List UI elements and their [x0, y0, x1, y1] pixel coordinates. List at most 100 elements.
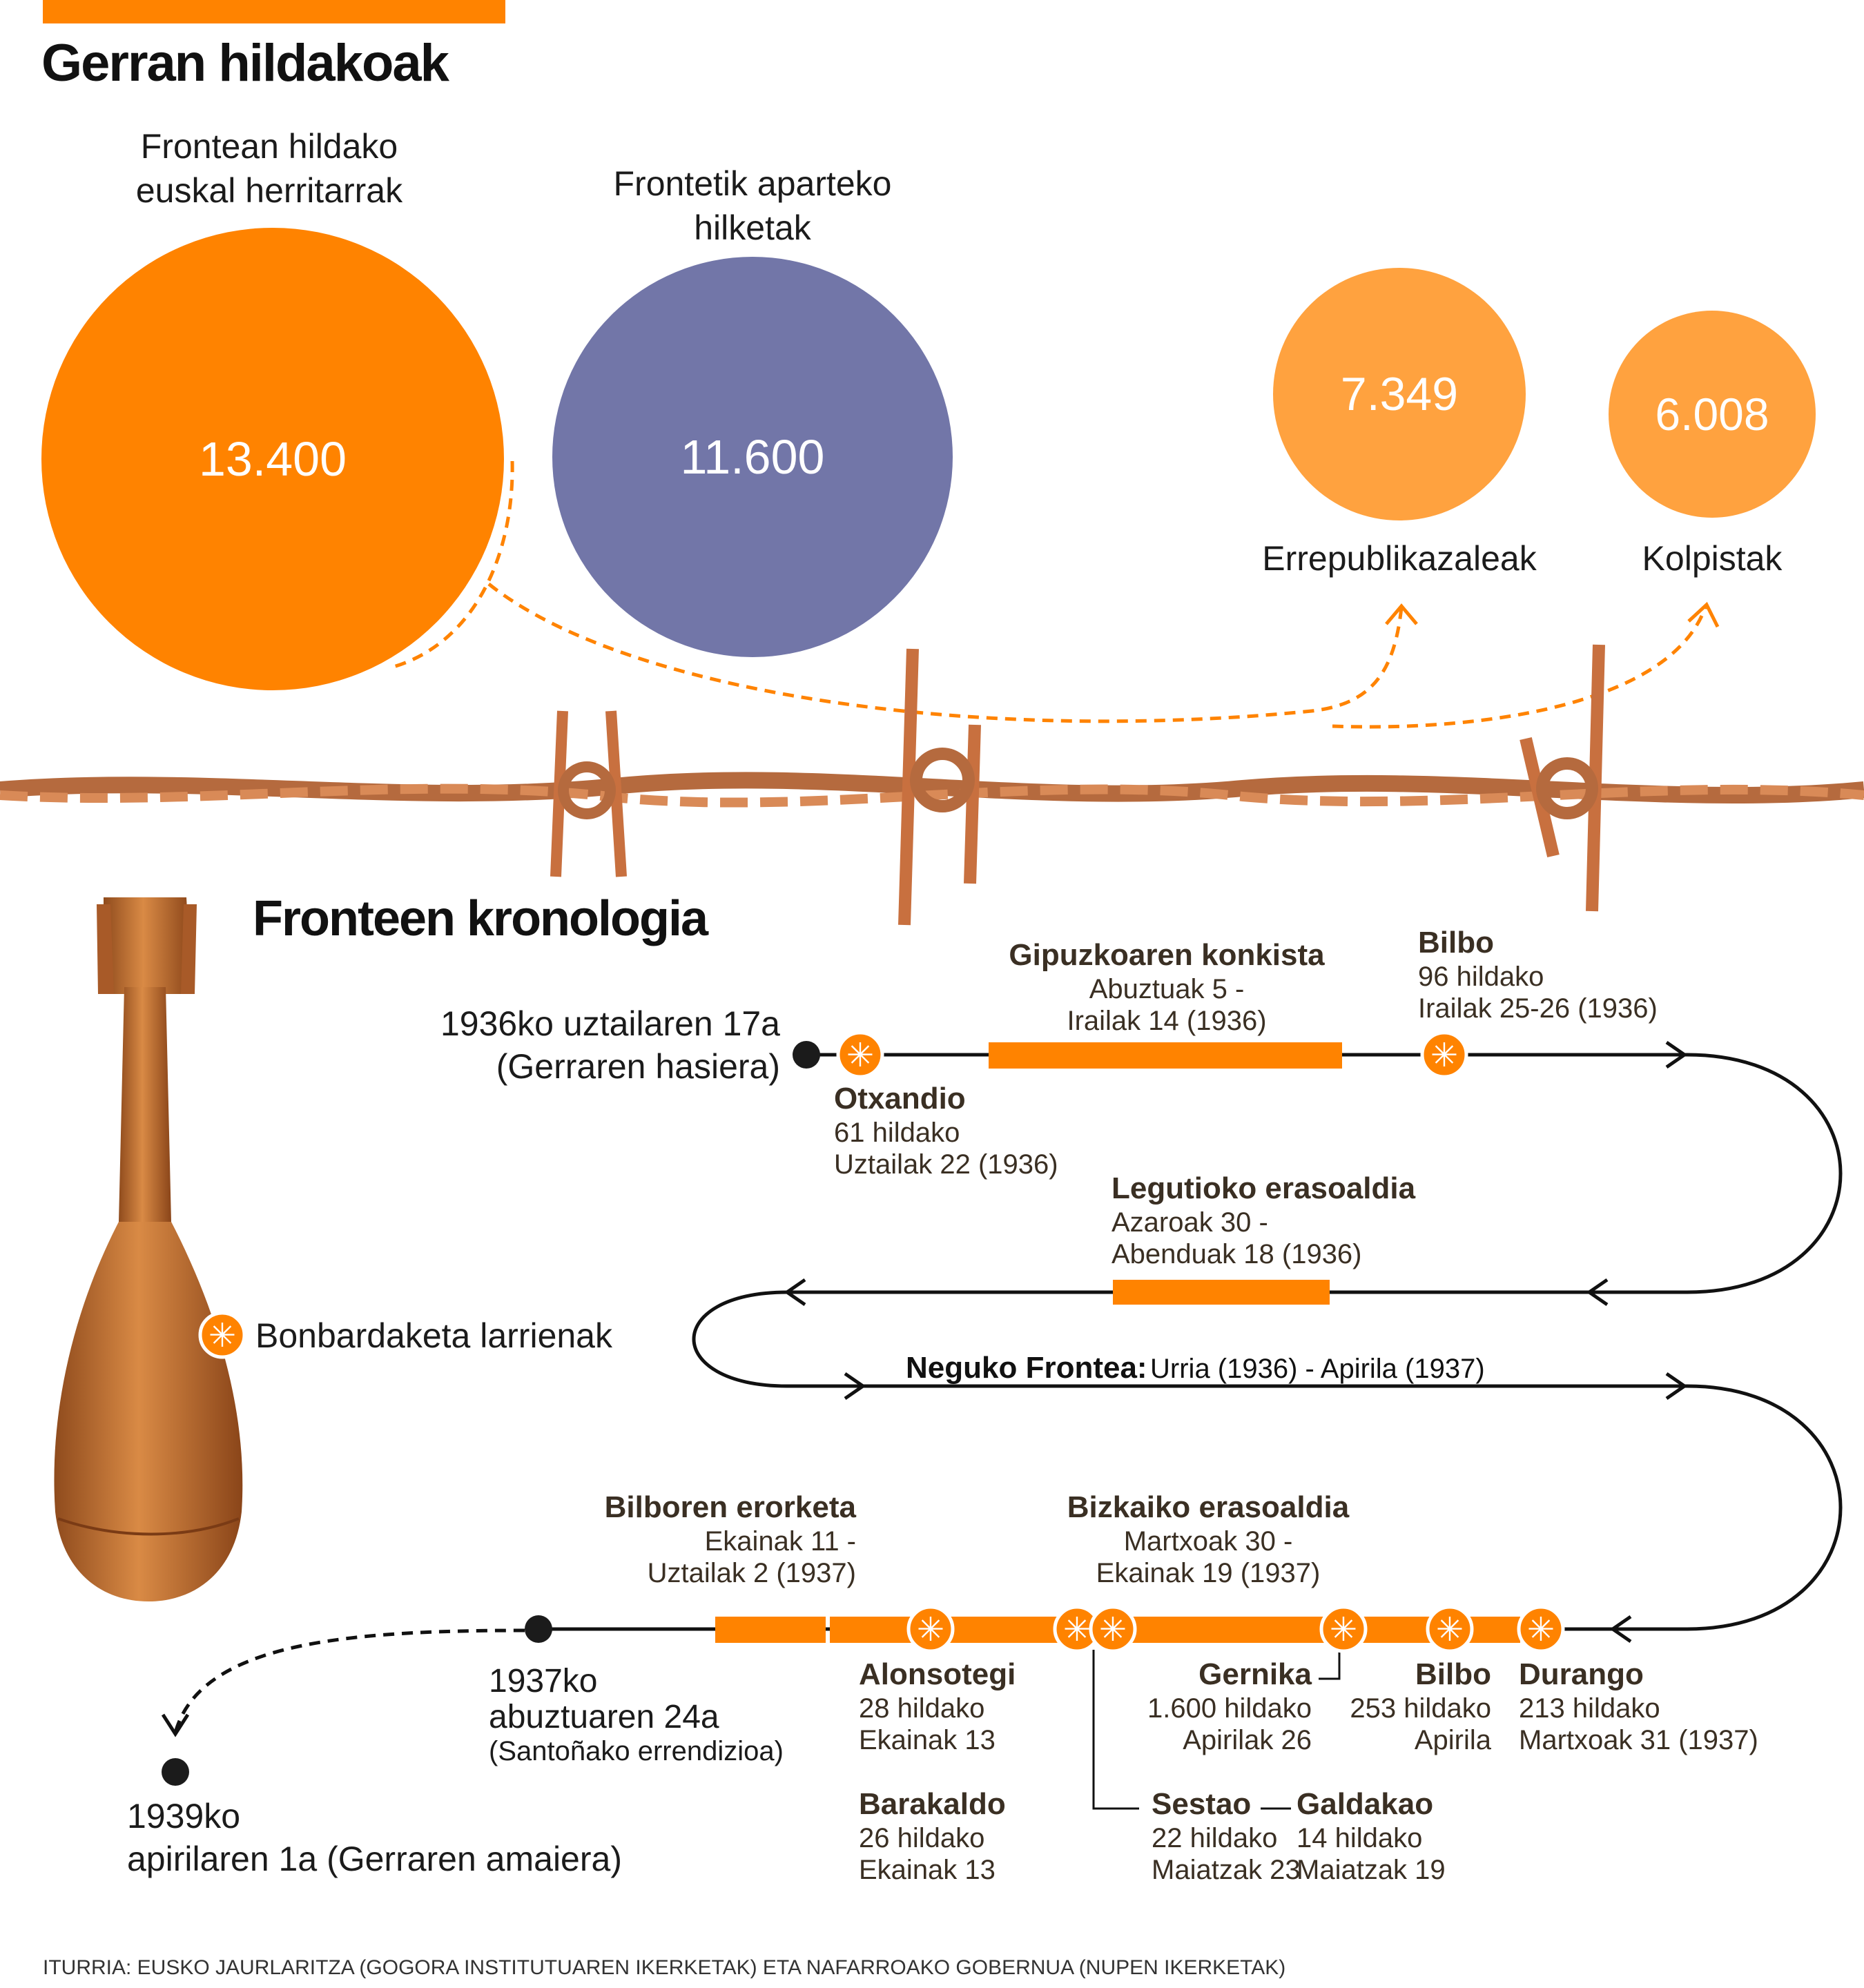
santona-label: 1937ko abuztuaren 24a (Santoñako errendi… — [489, 1664, 784, 1767]
svg-text:✳: ✳ — [846, 1037, 874, 1074]
alonsotegi-bomb-icon — [906, 1605, 955, 1653]
bizkaia-label: Bizkaiko erasoaldia Martxoak 30 - Ekaina… — [1029, 1490, 1388, 1589]
legutio-title: Legutioko erasoaldia — [1111, 1171, 1416, 1205]
putschists-bubble: 6.008 — [1609, 311, 1816, 518]
svg-text:✳: ✳ — [917, 1612, 944, 1648]
bilbo2-line2: Apirila — [1414, 1725, 1491, 1755]
santona-line3: (Santoñako errendizioa) — [489, 1736, 784, 1766]
gernika-line1: 1.600 hildako — [1147, 1693, 1312, 1724]
start-line1: 1936ko uztailaren 17a — [440, 1004, 780, 1043]
svg-text:✳: ✳ — [1430, 1037, 1458, 1074]
galdakao-line1: 14 hildako — [1297, 1823, 1423, 1853]
end-dot — [162, 1758, 189, 1786]
gernika-connector — [1319, 1650, 1341, 1680]
sestao-line2: Maiatzak 23 — [1152, 1855, 1301, 1885]
barakaldo-line1: 26 hildako — [859, 1823, 985, 1853]
republicans-caption: Errepublikazaleak — [1262, 539, 1537, 578]
legend-bomb-icon — [198, 1311, 246, 1359]
gernika-bomb-icon — [1319, 1605, 1368, 1653]
bilbo1-line2: Irailak 25-26 (1936) — [1418, 993, 1658, 1024]
negu-label: Neguko Frontea: Urria (1936) - Apirila (… — [906, 1350, 1485, 1386]
legutio-bar — [1113, 1280, 1330, 1305]
negu-dates: Urria (1936) - Apirila (1937) — [1150, 1354, 1485, 1384]
timeline-line — [538, 1053, 1843, 1631]
gipuzkoa-label: Gipuzkoaren konkista Abuztuak 5 - Iraila… — [987, 937, 1346, 1037]
alonsotegi-label: Alonsotegi 28 hildako Ekainak 13 — [859, 1657, 1016, 1756]
gipuzkoa-title: Gipuzkoaren konkista — [1009, 938, 1325, 972]
otxandio-title: Otxandio — [834, 1082, 966, 1115]
sestao-bomb-icon — [1089, 1605, 1137, 1653]
bilbo1-title: Bilbo — [1418, 926, 1494, 959]
split-arrows — [393, 460, 1720, 729]
otxandio-label: Otxandio 61 hildako Uztailak 22 (1936) — [834, 1081, 1058, 1180]
bilboren-bar — [715, 1617, 826, 1643]
barakaldo-label: Barakaldo 26 hildako Ekainak 13 — [859, 1786, 1006, 1886]
start-dot — [793, 1041, 820, 1069]
start-label: 1936ko uztailaren 17a (Gerraren hasiera) — [387, 1002, 780, 1088]
bombing-marker-stars: ✳ ✳ ✳ ✳ ✳ ✳ ✳ ✳ ✳ — [208, 1037, 1555, 1648]
timeline-title: Fronteen kronologia — [253, 891, 708, 946]
legutio-line1: Azaroak 30 - — [1111, 1207, 1268, 1238]
svg-text:✳: ✳ — [1099, 1612, 1127, 1648]
end-dashed-arrow — [173, 1628, 525, 1733]
source-note: ITURRIA: EUSKO JAURLARITZA (GOGORA INSTI… — [43, 1956, 1286, 1979]
alonsotegi-title: Alonsotegi — [859, 1657, 1016, 1691]
start-line2: (Gerraren hasiera) — [496, 1047, 780, 1086]
svg-text:✳: ✳ — [1063, 1612, 1091, 1648]
front-deaths-value: 13.400 — [198, 432, 347, 486]
svg-text:✳: ✳ — [208, 1318, 236, 1354]
bizkaia-line1: Martxoak 30 - — [1123, 1526, 1293, 1557]
bilboren-label: Bilboren erorketa Ekainak 11 - Uztailak … — [525, 1490, 856, 1589]
bizkaia-line2: Ekainak 19 (1937) — [1096, 1558, 1321, 1588]
svg-text:✳: ✳ — [1330, 1612, 1357, 1648]
page-title: Gerran hildakoak — [41, 34, 449, 92]
gernika-title: Gernika — [1198, 1657, 1312, 1691]
rear-killings-value: 11.600 — [680, 430, 825, 484]
barbed-wire-illustration — [0, 644, 1864, 926]
otxandio-bomb-icon — [836, 1031, 884, 1079]
otxandio-line1: 61 hildako — [834, 1118, 960, 1148]
sestao-label: Sestao 22 hildako Maiatzak 23 — [1152, 1786, 1301, 1886]
santona-line2: abuztuaren 24a — [489, 1699, 719, 1735]
durango-bomb-icon — [1517, 1605, 1565, 1653]
bilbo2-title: Bilbo — [1415, 1657, 1491, 1691]
putschists-dashed-line — [1332, 607, 1707, 729]
galdakao-line2: Maiatzak 19 — [1297, 1855, 1446, 1885]
rear-killings-bubble: 11.600 — [552, 257, 953, 657]
putschists-arrowhead — [1687, 601, 1720, 628]
negu-title: Neguko Frontea: — [906, 1351, 1147, 1385]
putschists-caption: Kolpistak — [1642, 539, 1783, 578]
bilbo2-label: Bilbo 253 hildako Apirila — [1312, 1657, 1491, 1756]
gipuzkoa-line2: Irailak 14 (1936) — [1067, 1006, 1267, 1036]
svg-text:✳: ✳ — [1436, 1612, 1464, 1648]
republicans-arrowhead — [1385, 603, 1418, 625]
rear-killings-title-line1: Frontetik aparteko — [613, 164, 892, 203]
barakaldo-title: Barakaldo — [859, 1787, 1006, 1821]
front-deaths-title-line1: Frontean hildako — [140, 127, 398, 166]
legutio-line2: Abenduak 18 (1936) — [1111, 1239, 1362, 1269]
barakaldo-line2: Ekainak 13 — [859, 1855, 996, 1885]
santona-line1: 1937ko — [489, 1663, 598, 1699]
rear-killings-title-line2: hilketak — [694, 208, 811, 247]
front-deaths-title-line2: euskal herritarrak — [135, 171, 403, 210]
gernika-label: Gernika 1.600 hildako Apirilak 26 — [1091, 1657, 1312, 1756]
durango-line1: 213 hildako — [1519, 1693, 1660, 1724]
header-accent-bar — [43, 0, 505, 23]
otxandio-line2: Uztailak 22 (1936) — [834, 1149, 1058, 1180]
sestao-title: Sestao — [1152, 1787, 1252, 1821]
bizkaia-title: Bizkaiko erasoaldia — [1067, 1490, 1350, 1524]
alonsotegi-line1: 28 hildako — [859, 1693, 985, 1724]
bombing-markers — [198, 1031, 1565, 1653]
gipuzkoa-bar — [989, 1042, 1342, 1069]
barb-1 — [550, 710, 627, 877]
bilbo1-line1: 96 hildako — [1418, 962, 1544, 992]
gernika-line2: Apirilak 26 — [1183, 1725, 1312, 1755]
durango-title: Durango — [1519, 1657, 1644, 1691]
sestao-line1: 22 hildako — [1152, 1823, 1278, 1853]
front-deaths-title: Frontean hildako euskal herritarrak — [83, 124, 456, 213]
bilboren-title: Bilboren erorketa — [604, 1490, 856, 1524]
bilboren-line1: Ekainak 11 - — [704, 1526, 856, 1557]
svg-text:✳: ✳ — [1527, 1612, 1555, 1648]
durango-label: Durango 213 hildako Martxoak 31 (1937) — [1519, 1657, 1758, 1756]
bomb-illustration — [54, 897, 243, 1601]
